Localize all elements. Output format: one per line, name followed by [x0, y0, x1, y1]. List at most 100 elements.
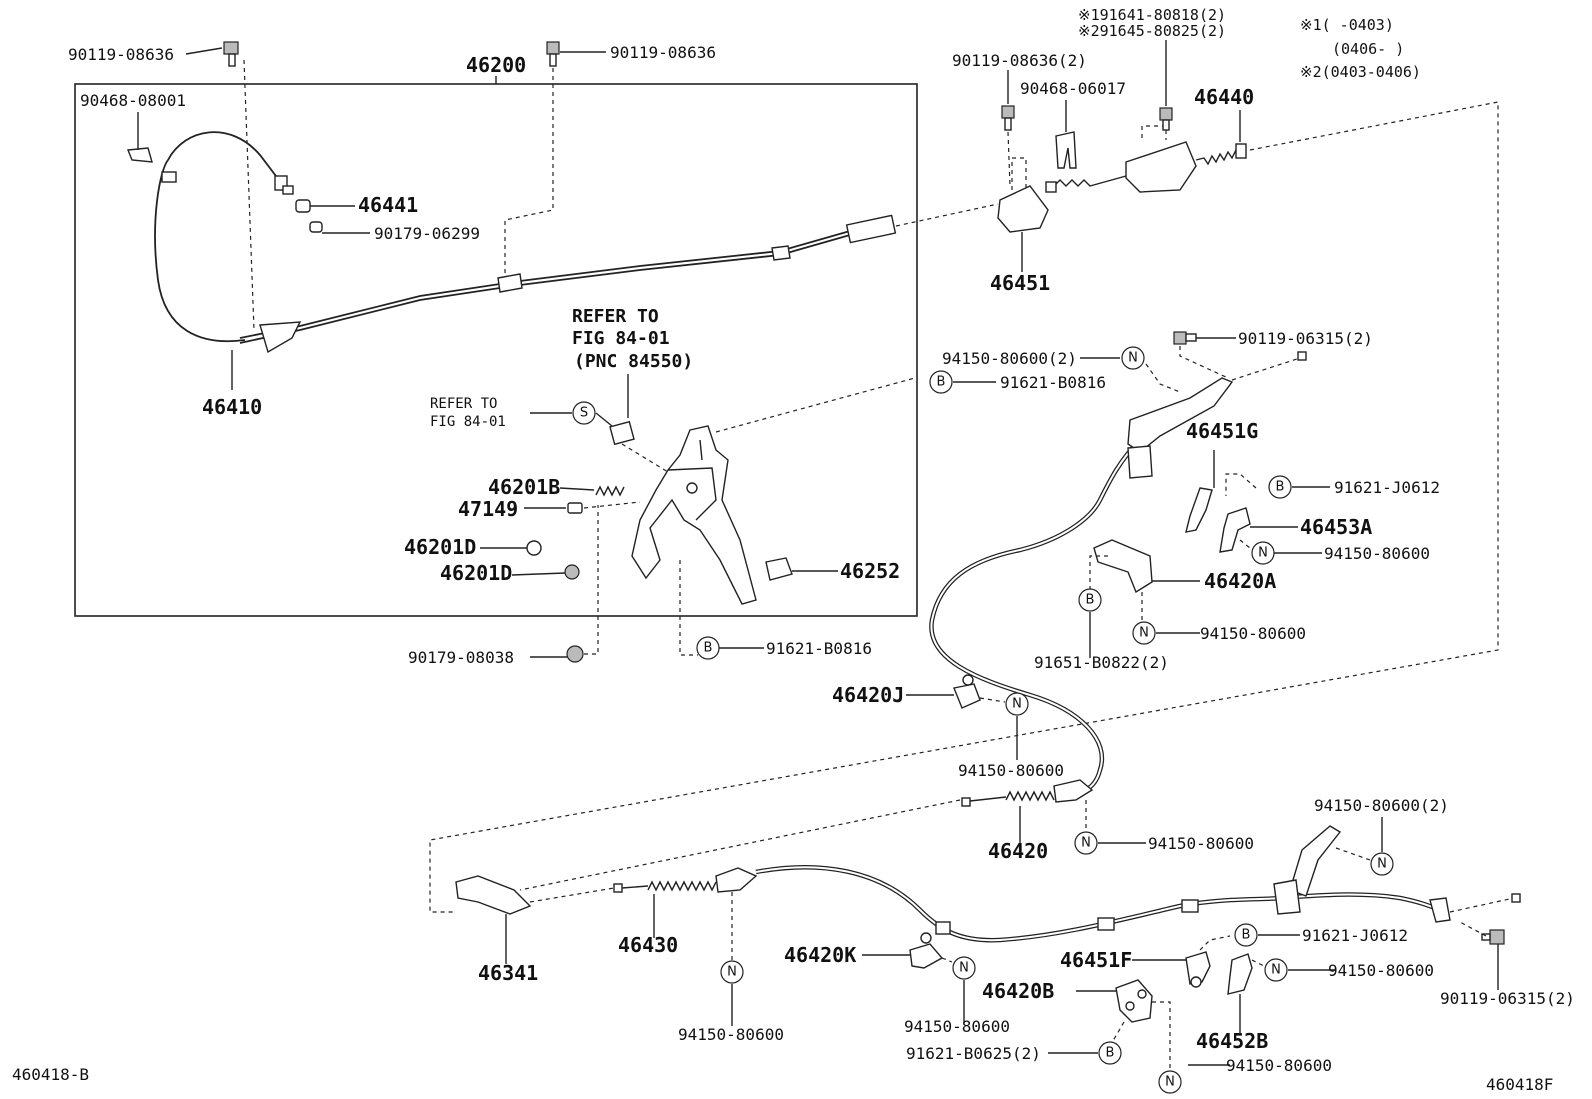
label-91621-b0816-b: 91621-B0816 — [1000, 373, 1106, 392]
bracket-46420b-hole-a — [1125, 1001, 1135, 1011]
cable-clamp — [161, 171, 177, 183]
label-46420: 46420 — [988, 839, 1048, 863]
cable-sleeve-b — [1097, 917, 1115, 931]
spring-46420 — [1005, 790, 1055, 802]
dash-bolt-06315-b — [1459, 921, 1487, 937]
label-91621-b0816-a: 91621-B0816 — [766, 639, 872, 658]
label-90119-06315-2-a: 90119-06315(2) — [1238, 329, 1373, 348]
label-46451g: 46451G — [1186, 419, 1258, 443]
bolt-90119-06315-b — [1481, 929, 1505, 945]
label-94150-80600-d: 94150-80600 — [1148, 834, 1254, 853]
label-94150-80600-a: 94150-80600 — [1324, 544, 1430, 563]
spring-46201b — [595, 485, 625, 497]
label-46420b: 46420B — [982, 979, 1054, 1003]
marker-n-46420b: N — [1158, 1070, 1182, 1094]
marker-n-text: N — [1258, 546, 1268, 561]
cable-46430-end-ball — [1511, 893, 1521, 903]
legend-1: ※1( -0403) — [1300, 16, 1394, 34]
bushing-46201d-b — [564, 564, 580, 580]
fitting-46420 — [1053, 779, 1094, 803]
dash-46451f — [1199, 935, 1231, 951]
label-note2: ※291645-80825(2) — [1078, 22, 1226, 40]
equalizer-46440 — [1045, 141, 1247, 193]
switch-part — [609, 420, 635, 446]
cable-46430-ball — [613, 883, 623, 893]
marker-n-text: N — [1081, 836, 1091, 851]
dash-frame-right — [429, 101, 1499, 913]
dash-bolt-2 — [1007, 131, 1011, 187]
cable-sleeve-a — [1181, 899, 1199, 913]
marker-s: S — [572, 401, 596, 425]
marker-n-text: N — [1139, 626, 1149, 641]
label-46451f: 46451F — [1060, 948, 1132, 972]
label-46420j: 46420J — [832, 683, 904, 707]
dash-90179-08038 — [584, 505, 599, 655]
cable-sleeve-c — [935, 921, 951, 935]
marker-n-46420k: N — [952, 956, 976, 980]
front-cable-46410 — [154, 131, 283, 343]
marker-n-46453a: N — [1251, 541, 1275, 565]
marker-b-b0625: B — [1098, 1041, 1122, 1065]
label-91621-j0612-a: 91621-J0612 — [1334, 478, 1440, 497]
dash-90119-06315-a — [1179, 346, 1229, 379]
dash-46430-end — [1449, 897, 1515, 913]
marker-n-46420: N — [1074, 831, 1098, 855]
dash-front-cable-46451 — [895, 203, 999, 227]
cable-end-tip — [282, 185, 294, 195]
marker-n-46452b: N — [1264, 958, 1288, 982]
marker-b-text: B — [1106, 1046, 1115, 1061]
marker-n-text: N — [727, 965, 737, 980]
cable-46420-ball — [961, 797, 971, 807]
marker-n-text: N — [1271, 963, 1281, 978]
dash-s-pedal — [621, 443, 669, 473]
cable-46430-inner — [755, 866, 1441, 942]
clip-46420k-head — [920, 932, 932, 944]
cable-46430-end — [621, 885, 649, 889]
cable-46420 — [929, 383, 1217, 795]
cable-46420-inner — [930, 384, 1216, 794]
bracket-lower — [259, 321, 302, 354]
marker-n-46420a: N — [1132, 621, 1156, 645]
label-46453a: 46453A — [1300, 515, 1372, 539]
bolt-note — [1159, 107, 1173, 131]
dash-46420a-b — [1089, 555, 1108, 590]
marker-b-text: B — [1086, 593, 1095, 608]
label-46430: 46430 — [618, 933, 678, 957]
nut-46441 — [295, 199, 311, 213]
legend-2: ※2(0403-0406) — [1300, 63, 1421, 81]
label-94150-80600-h: 94150-80600 — [1226, 1056, 1332, 1075]
bracket-46451g — [1185, 487, 1213, 533]
label-90179-08038: 90179-08038 — [408, 648, 514, 667]
bracket-46430-right — [1289, 825, 1342, 897]
label-91621-b0625-2: 91621-B0625(2) — [906, 1044, 1041, 1063]
dash-46453a — [1239, 539, 1251, 549]
marker-n-text: N — [959, 961, 969, 976]
label-46252: 46252 — [840, 559, 900, 583]
grommet-46430 — [1273, 879, 1301, 915]
legend-1b: (0406- ) — [1332, 40, 1404, 58]
label-46452b: 46452B — [1196, 1029, 1268, 1053]
label-46441: 46441 — [358, 193, 418, 217]
label-94150-80600-2-a: 94150-80600(2) — [942, 349, 1077, 368]
label-94150-80600-g: 94150-80600 — [1328, 961, 1434, 980]
marker-b-j0612-a: B — [1268, 475, 1292, 499]
label-94150-80600-f: 94150-80600 — [904, 1017, 1010, 1036]
dash-46341-cable — [529, 887, 615, 903]
label-46440: 46440 — [1194, 85, 1254, 109]
bracket-46420b-hole-b — [1137, 989, 1147, 999]
dash-46451g — [1225, 473, 1257, 496]
label-94150-80600-c: 94150-80600 — [958, 761, 1064, 780]
marker-n-text: N — [1012, 697, 1022, 712]
dash-46451 — [1011, 157, 1027, 190]
bolt-90119-06315-a — [1173, 331, 1197, 345]
dash-46420j — [979, 697, 1006, 703]
leader-90119-08636-a — [185, 47, 223, 55]
leader-s-marker — [595, 412, 613, 427]
dash-47149 — [583, 501, 641, 509]
label-91651-b0822-2: 91651-B0822(2) — [1034, 653, 1169, 672]
label-90179-06299: 90179-06299 — [374, 224, 480, 243]
marker-n-46430-right: N — [1370, 852, 1394, 876]
label-46200: 46200 — [466, 53, 526, 77]
marker-b-j0612-b: B — [1234, 923, 1258, 947]
marker-n-text: N — [1377, 857, 1387, 872]
